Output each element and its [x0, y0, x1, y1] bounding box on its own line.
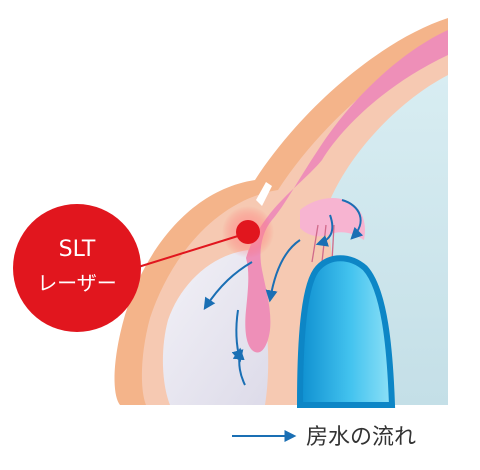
iris-ciliary [245, 30, 448, 353]
laser-label-line1: SLT [59, 237, 96, 262]
flow-arrow [232, 347, 246, 386]
laser-pointer-line [134, 235, 239, 269]
lens [296, 255, 396, 408]
laser-label-line2: レーザー [37, 271, 117, 295]
legend: 房水の流れ [232, 425, 416, 450]
aqueous-flow-arrows [203, 199, 364, 386]
laser-badge [13, 204, 141, 332]
ciliary-processes [300, 198, 366, 240]
cornea-highlight [256, 182, 272, 206]
anterior-chamber [162, 250, 269, 405]
legend-label: 房水の流れ [306, 425, 416, 450]
laser-spot [236, 220, 260, 244]
flow-arrow [315, 214, 334, 247]
flow-arrow [341, 199, 364, 240]
flow-arrow [203, 261, 253, 311]
flow-arrow [265, 239, 301, 303]
